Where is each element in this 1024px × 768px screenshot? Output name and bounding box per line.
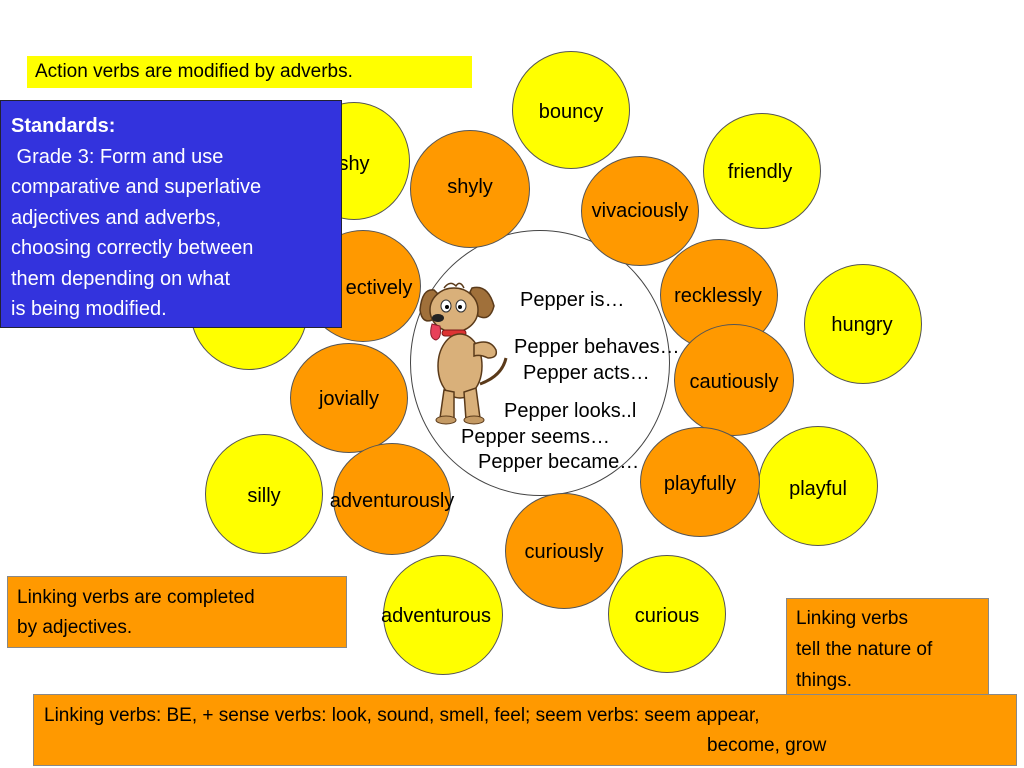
circle-bouncy — [512, 51, 630, 169]
circle-friendly — [703, 113, 821, 229]
standards-line-6: is being modified. — [11, 298, 167, 320]
standards-line-1: Grade 3: Form and use — [11, 145, 224, 168]
circle-silly — [205, 434, 323, 554]
linking-verbs-list-line-1: Linking verbs: BE, + sense verbs: look, … — [44, 705, 760, 726]
linking-verbs-list: Linking verbs: BE, + sense verbs: look, … — [33, 694, 1017, 766]
word-playfully: playfully — [663, 473, 737, 495]
linking-nature-line-1: Linking verbs — [796, 608, 908, 629]
linking-completed-note: Linking verbs are completed by adjective… — [7, 576, 347, 648]
linking-nature-line-2: tell the nature of — [796, 639, 933, 660]
standards-line-5: them depending on what — [11, 267, 231, 290]
linking-verbs-list-line-2: become, grow — [707, 735, 827, 756]
circle-cautiously — [674, 324, 794, 436]
circle-shyly — [410, 130, 530, 248]
word-curious: curious — [634, 605, 700, 627]
word-silly: silly — [247, 485, 281, 507]
word-curiously: curiously — [524, 541, 604, 563]
standards-heading: Standards: — [11, 115, 116, 137]
word-friendly: friendly — [727, 161, 793, 183]
linking-completed-line-2: by adjectives. — [17, 617, 133, 638]
word-effectively: ectively — [345, 277, 413, 299]
cartoon-dog-icon — [419, 282, 508, 425]
circle-vivaciously — [581, 156, 699, 266]
word-recklessly: recklessly — [674, 285, 762, 307]
standards-box: Standards: Grade 3: Form and use compara… — [0, 100, 342, 328]
circle-hungry — [804, 264, 922, 384]
pepper-acts: Pepper acts… — [523, 362, 650, 384]
standards-line-3: adjectives and adverbs, — [11, 206, 222, 229]
circle-jovially — [290, 343, 408, 453]
word-adventurously: adventurously — [329, 490, 455, 512]
circle-adventurous — [383, 555, 503, 675]
pepper-behaves: Pepper behaves… — [514, 336, 680, 358]
word-playful: playful — [789, 478, 847, 500]
action-verbs-note: Action verbs are modified by adverbs. — [27, 56, 472, 88]
standards-line-2: comparative and superlative — [11, 176, 262, 198]
standards-line-4: choosing correctly between — [11, 237, 254, 259]
circle-curious — [608, 555, 726, 673]
word-vivaciously: vivaciously — [591, 200, 689, 222]
pepper-looks: Pepper looks..l — [504, 400, 637, 422]
word-shyly: shyly — [447, 176, 493, 198]
word-jovially: jovially — [318, 388, 380, 410]
linking-nature-note: Linking verbs tell the nature of things. — [786, 598, 989, 698]
linking-nature-line-3: things. — [796, 670, 852, 691]
action-verbs-note-text: Action verbs are modified by adverbs. — [35, 61, 353, 82]
word-hungry: hungry — [831, 314, 893, 336]
word-cautiously: cautiously — [689, 371, 779, 393]
circle-curiously — [505, 493, 623, 609]
circle-adventurously — [333, 443, 451, 555]
word-bouncy: bouncy — [538, 101, 604, 123]
circle-playfully — [640, 427, 760, 537]
linking-completed-line-1: Linking verbs are completed — [17, 587, 255, 608]
pepper-seems: Pepper seems… — [461, 426, 610, 448]
pepper-became: Pepper became… — [478, 451, 640, 473]
pepper-is: Pepper is… — [520, 289, 625, 311]
word-adventurous: adventurous — [380, 605, 492, 627]
word-shy: shy — [338, 153, 370, 175]
